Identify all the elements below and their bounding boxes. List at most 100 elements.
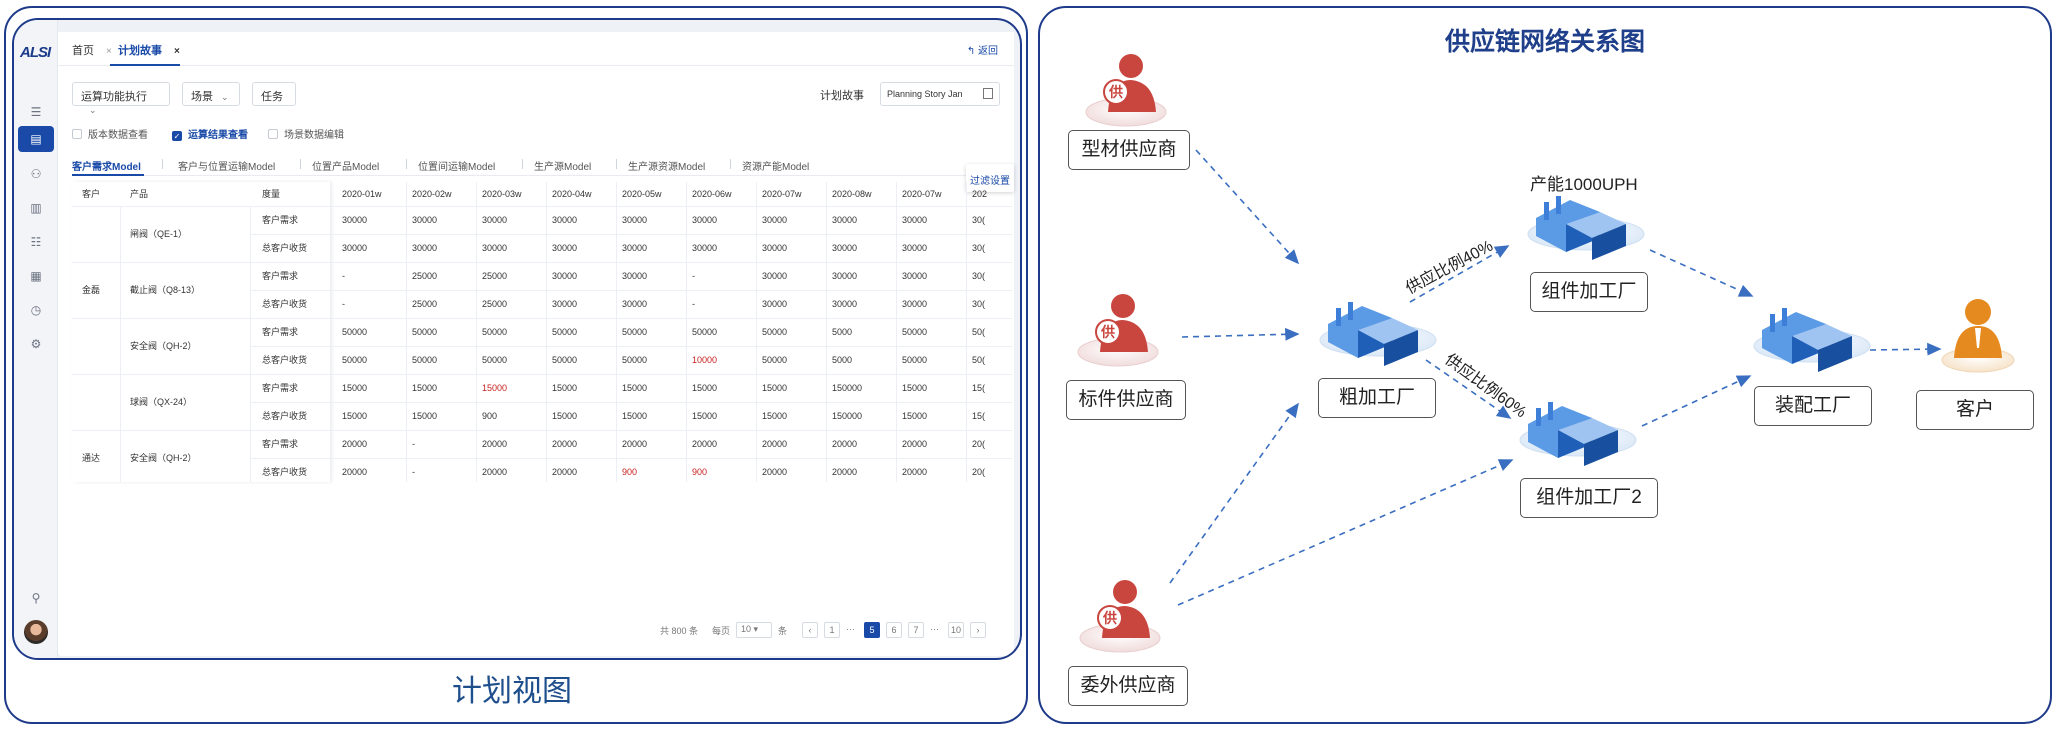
col-header-week[interactable]: 2020-02w bbox=[412, 189, 452, 199]
value-cell[interactable]: 30000 bbox=[412, 215, 438, 225]
value-cell[interactable]: 50000 bbox=[902, 355, 928, 365]
model-tab-customer-location[interactable]: 客户与位置运输Model bbox=[178, 162, 276, 173]
value-cell[interactable]: 30000 bbox=[832, 299, 858, 309]
back-button[interactable]: ↰ 返回 bbox=[966, 46, 998, 57]
col-header-week[interactable]: 2020-08w bbox=[832, 189, 872, 199]
value-cell[interactable]: 30000 bbox=[692, 243, 718, 253]
model-tab-production-resource[interactable]: 生产源资源Model bbox=[628, 162, 706, 173]
value-cell[interactable]: 15000 bbox=[342, 411, 368, 421]
value-cell[interactable]: 20000 bbox=[692, 439, 718, 449]
value-cell[interactable]: 30000 bbox=[902, 299, 928, 309]
value-cell[interactable]: 25000 bbox=[482, 271, 508, 281]
plan-story-select[interactable]: Planning Story Jan bbox=[880, 82, 1000, 106]
value-cell[interactable]: 50000 bbox=[342, 355, 368, 365]
value-cell[interactable]: 20000 bbox=[482, 467, 508, 477]
value-cell[interactable]: 15( bbox=[972, 411, 986, 421]
value-cell[interactable]: 5000 bbox=[832, 327, 853, 337]
value-cell[interactable]: 30000 bbox=[552, 215, 578, 225]
value-cell[interactable]: 20000 bbox=[762, 439, 788, 449]
value-cell[interactable]: - bbox=[342, 271, 345, 281]
value-cell[interactable]: 30000 bbox=[692, 215, 718, 225]
value-cell[interactable]: 30( bbox=[972, 299, 986, 309]
value-cell[interactable]: 20000 bbox=[552, 467, 578, 477]
value-cell[interactable]: 15000 bbox=[552, 383, 578, 393]
col-header-week[interactable]: 2020-05w bbox=[622, 189, 662, 199]
col-header-week[interactable]: 2020-01w bbox=[342, 189, 382, 199]
value-cell[interactable]: 50000 bbox=[482, 355, 508, 365]
tab-home[interactable]: 首页× bbox=[72, 45, 112, 57]
value-cell[interactable]: 30000 bbox=[342, 243, 368, 253]
value-cell[interactable]: 50( bbox=[972, 355, 986, 365]
col-header-customer[interactable]: 客户 bbox=[82, 189, 101, 199]
value-cell[interactable]: - bbox=[692, 271, 695, 281]
page-button[interactable]: 10 bbox=[948, 622, 964, 638]
document-icon[interactable]: ▤ bbox=[18, 126, 54, 152]
value-cell[interactable]: 30( bbox=[972, 215, 986, 225]
value-cell[interactable]: 50000 bbox=[342, 327, 368, 337]
tab-plan-story[interactable]: 计划故事× bbox=[118, 45, 180, 57]
value-cell[interactable]: 30000 bbox=[482, 243, 508, 253]
value-cell[interactable]: 20000 bbox=[902, 439, 928, 449]
close-icon[interactable]: × bbox=[174, 46, 180, 57]
value-cell[interactable]: 15000 bbox=[762, 383, 788, 393]
menu-icon[interactable]: ☰ bbox=[30, 105, 42, 119]
value-cell[interactable]: 15000 bbox=[552, 411, 578, 421]
col-header-week[interactable]: 2020-07w bbox=[762, 189, 802, 199]
value-cell[interactable]: 25000 bbox=[412, 271, 438, 281]
avatar[interactable] bbox=[24, 620, 48, 644]
value-cell[interactable]: 25000 bbox=[412, 299, 438, 309]
model-tab-resource-capacity[interactable]: 资源产能Model bbox=[742, 162, 810, 173]
value-cell[interactable]: 30000 bbox=[762, 299, 788, 309]
value-cell[interactable]: 20000 bbox=[342, 467, 368, 477]
value-cell[interactable]: 30000 bbox=[552, 271, 578, 281]
bar-chart-icon[interactable]: ▥ bbox=[30, 201, 42, 215]
value-cell[interactable]: 30000 bbox=[622, 271, 648, 281]
value-cell[interactable]: 30000 bbox=[762, 215, 788, 225]
value-cell[interactable]: 15000 bbox=[622, 383, 648, 393]
value-cell[interactable]: 50000 bbox=[482, 327, 508, 337]
value-cell[interactable]: 50000 bbox=[902, 327, 928, 337]
hierarchy-icon[interactable]: ⚇ bbox=[30, 167, 42, 181]
prev-page-button[interactable]: ‹ bbox=[802, 622, 818, 638]
value-cell[interactable]: 30000 bbox=[762, 271, 788, 281]
col-header-product[interactable]: 产品 bbox=[130, 189, 149, 199]
value-cell[interactable]: 30000 bbox=[342, 215, 368, 225]
checkbox-result-view[interactable]: ✓运算结果查看 bbox=[172, 130, 248, 141]
scenario-dropdown[interactable]: 场景⌄ bbox=[182, 82, 240, 106]
filter-settings-button[interactable]: 过滤设置 bbox=[966, 164, 1014, 192]
value-cell[interactable]: 50000 bbox=[622, 355, 648, 365]
model-tab-production-source[interactable]: 生产源Model bbox=[534, 162, 592, 173]
value-cell[interactable]: 50( bbox=[972, 327, 986, 337]
page-button[interactable]: 5 bbox=[864, 622, 880, 638]
value-cell[interactable]: 150000 bbox=[832, 411, 863, 421]
value-cell[interactable]: 20000 bbox=[762, 467, 788, 477]
col-header-week[interactable]: 2020-04w bbox=[552, 189, 592, 199]
value-cell[interactable]: 50000 bbox=[552, 355, 578, 365]
value-cell[interactable]: 20000 bbox=[552, 439, 578, 449]
value-cell[interactable]: 30000 bbox=[832, 243, 858, 253]
value-cell[interactable]: 50000 bbox=[762, 327, 788, 337]
value-cell[interactable]: 20000 bbox=[622, 439, 648, 449]
model-tab-location-product[interactable]: 位置产品Model bbox=[312, 162, 380, 173]
value-cell[interactable]: - bbox=[412, 467, 415, 477]
value-cell[interactable]: 15000 bbox=[692, 411, 718, 421]
value-cell[interactable]: 900 bbox=[692, 467, 708, 477]
value-cell[interactable]: - bbox=[342, 299, 345, 309]
value-cell[interactable]: 30( bbox=[972, 243, 986, 253]
col-header-week[interactable]: 2020-06w bbox=[692, 189, 732, 199]
value-cell[interactable]: 5000 bbox=[832, 355, 853, 365]
value-cell[interactable]: 50000 bbox=[622, 327, 648, 337]
value-cell[interactable]: 30000 bbox=[622, 243, 648, 253]
value-cell[interactable]: 10000 bbox=[692, 355, 718, 365]
page-button[interactable]: 6 bbox=[886, 622, 902, 638]
value-cell[interactable]: 15000 bbox=[412, 411, 438, 421]
col-header-week[interactable]: 2020-07w bbox=[902, 189, 942, 199]
value-cell[interactable]: 30000 bbox=[902, 271, 928, 281]
model-tab-customer-demand[interactable]: 客户需求Model bbox=[72, 162, 141, 173]
value-cell[interactable]: 15000 bbox=[342, 383, 368, 393]
value-cell[interactable]: 20( bbox=[972, 439, 986, 449]
settings-icon[interactable]: ⚙ bbox=[30, 337, 42, 351]
value-cell[interactable]: 30000 bbox=[482, 215, 508, 225]
value-cell[interactable]: 30000 bbox=[622, 299, 648, 309]
value-cell[interactable]: 30000 bbox=[552, 243, 578, 253]
